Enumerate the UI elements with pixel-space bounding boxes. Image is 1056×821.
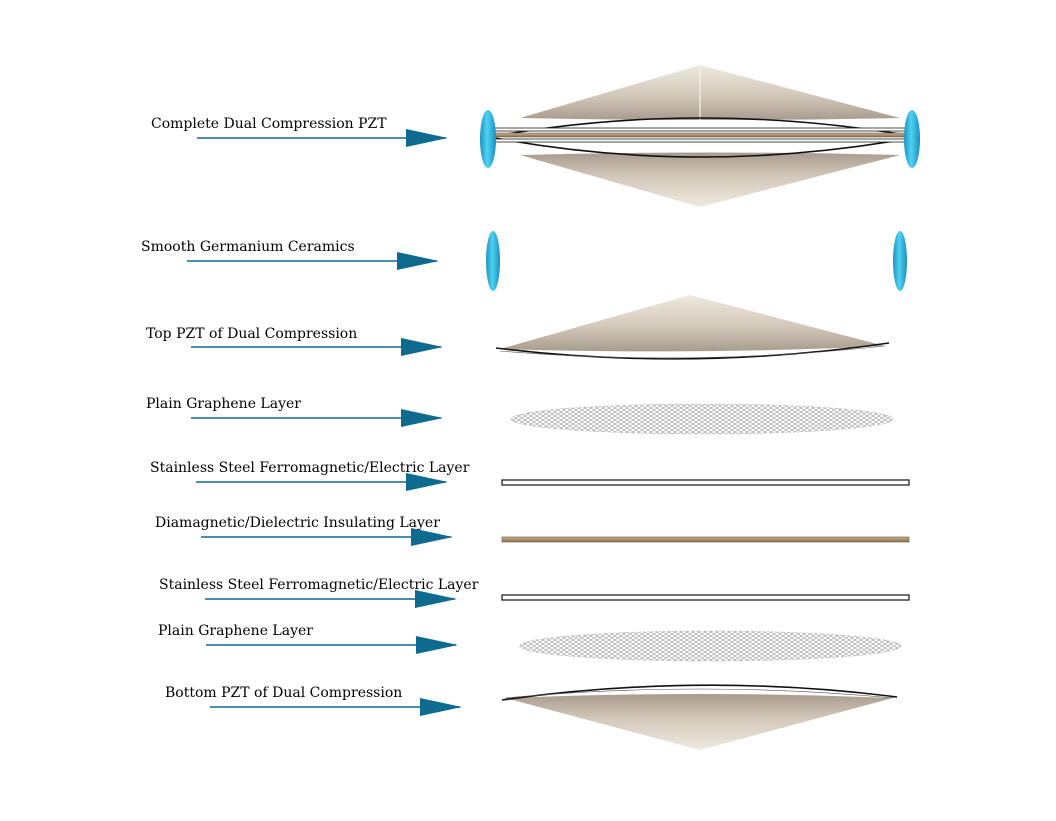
label-complete: Complete Dual Compression PZT: [151, 117, 387, 131]
label-steel-bottom: Stainless Steel Ferromagnetic/Electric L…: [159, 578, 478, 592]
bottom-pzt-part: [502, 685, 897, 750]
ceramic-caps: [486, 231, 907, 291]
label-bottom-pzt: Bottom PZT of Dual Compression: [165, 686, 402, 700]
steel-layer-top: [502, 480, 909, 485]
graphene-layer-top: [511, 404, 893, 434]
top-pzt-part: [496, 295, 889, 359]
graphene-layer-bottom: [519, 631, 901, 661]
label-insulator: Diamagnetic/Dielectric Insulating Layer: [155, 516, 440, 530]
complete-assembly: [480, 65, 920, 207]
label-steel-top: Stainless Steel Ferromagnetic/Electric L…: [150, 461, 469, 475]
label-ceramics: Smooth Germanium Ceramics: [141, 240, 355, 254]
steel-layer-bottom: [502, 595, 909, 600]
label-graphene-bottom: Plain Graphene Layer: [158, 624, 313, 638]
label-graphene-top: Plain Graphene Layer: [146, 397, 301, 411]
insulator-layer: [502, 537, 909, 542]
label-top-pzt: Top PZT of Dual Compression: [146, 327, 357, 341]
